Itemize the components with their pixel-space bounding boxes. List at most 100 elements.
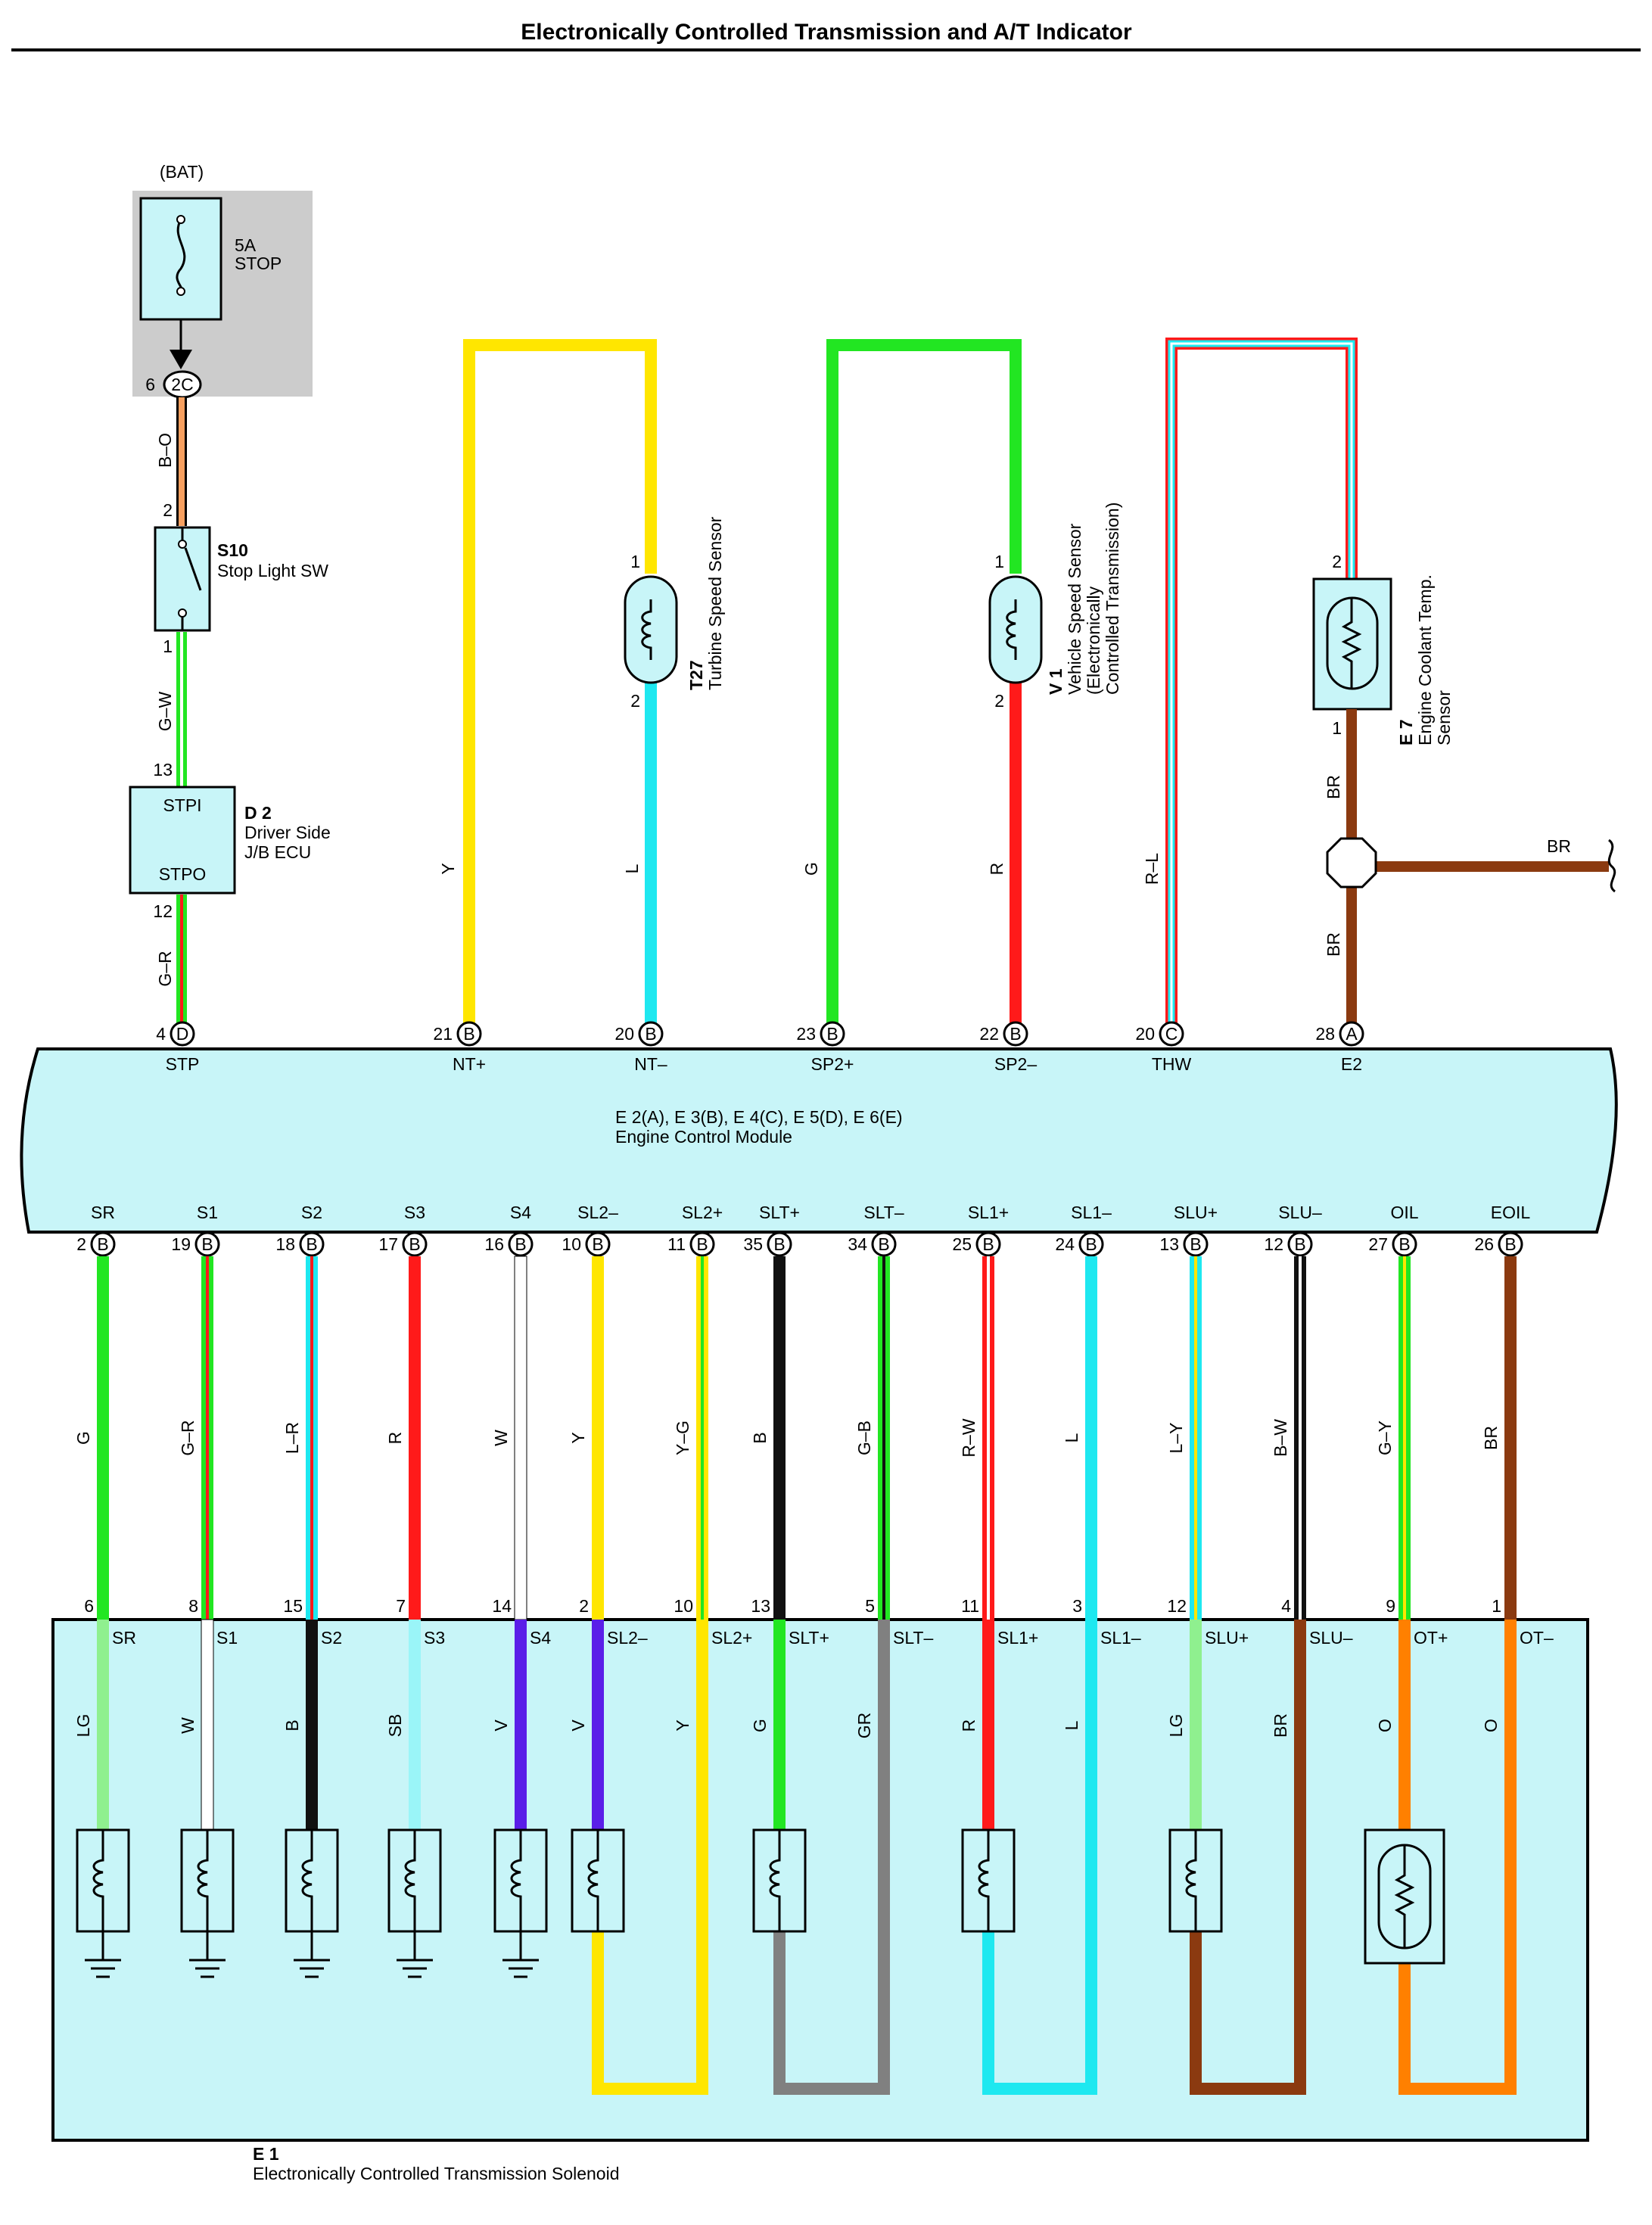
coolant-sensor-id: E 7 [1396, 719, 1416, 745]
fuse-arrow-icon [170, 350, 192, 369]
ecm-top-pins: D4STPB21NT+B20NT–B23SP2+B22SP2–C20THWA28… [156, 1021, 1364, 1074]
solenoid-pin-number: 7 [396, 1596, 406, 1616]
coolant-sensor-name-1: Engine Coolant Temp. [1415, 574, 1435, 745]
turbine-sensor-name: Turbine Speed Sensor [705, 516, 725, 690]
wire-label-br-1: BR [1324, 775, 1343, 799]
driver-ecu-box [129, 786, 236, 895]
wire-label-r-l: R–L [1142, 853, 1162, 885]
wire-color-label: W [491, 1430, 511, 1446]
pin-connector-id: B [1190, 1234, 1201, 1254]
solenoid-wire-label: R [959, 1719, 978, 1732]
pin-connector-id: B [645, 1024, 656, 1044]
fuse-group: (BAT) 5A STOP 2C 6 [132, 162, 313, 399]
pin-connector [194, 1231, 220, 1257]
solenoid-pin-label: SLU+ [1205, 1628, 1249, 1648]
ecm-connectors: E 2(A), E 3(B), E 4(C), E 5(D), E 6(E) [615, 1107, 903, 1127]
solenoid-pin-label: S1 [216, 1628, 238, 1648]
solenoid-pin-number: 10 [674, 1596, 693, 1616]
pin-connector-id: B [982, 1234, 994, 1254]
pin-connector [1183, 1231, 1209, 1257]
stop-switch-name: Stop Light SW [217, 561, 328, 580]
solenoid-lead [97, 1620, 109, 1830]
pin-connector-id: D [176, 1024, 189, 1044]
stop-circuit: B–O 2 S10 Stop Light SW 1 G–W 13 STPI ST… [129, 397, 331, 1027]
stop-switch-pin-top: 2 [163, 500, 173, 520]
pin-number: 12 [1264, 1234, 1283, 1254]
pin-connector [508, 1231, 534, 1257]
wire-br-branch [1352, 861, 1609, 872]
turbine-pin2: 2 [630, 691, 640, 711]
driver-ecu-id: D 2 [244, 803, 272, 823]
solenoid-wire-label: W [178, 1717, 198, 1734]
vehicle-sensor-name-2: (Electronically [1084, 586, 1103, 695]
coil-winding [301, 1830, 313, 1931]
wire-break-icon [1607, 839, 1616, 893]
wire-body [1085, 1256, 1097, 1620]
fuse-terminal-top [176, 215, 185, 224]
pin-connector [90, 1231, 116, 1257]
wire-color-label: Y–G [673, 1421, 692, 1455]
pin-number: 34 [848, 1234, 867, 1254]
wire-color-label: G–Y [1375, 1421, 1395, 1455]
pin-connector-id: B [878, 1234, 889, 1254]
coil-icon [752, 1828, 807, 1933]
wire-eoil: BR [1481, 1256, 1517, 1620]
wire-sr: G [73, 1256, 109, 1620]
wire-label-g-w: G–W [155, 692, 175, 732]
pin-number: 21 [433, 1024, 453, 1044]
pin-connector-id: B [409, 1234, 420, 1254]
solenoid-name: Electronically Controlled Transmission S… [253, 2164, 620, 2183]
wire-stripe [882, 1256, 885, 1620]
solenoid-pin-number: 6 [84, 1596, 94, 1616]
wire-color-label: G–R [178, 1420, 198, 1455]
fuse-element [176, 219, 186, 293]
pin-connector [456, 1021, 482, 1047]
solenoid-pin-number: 5 [865, 1596, 875, 1616]
pin-label: SR [91, 1203, 115, 1222]
solenoid-return-loop [773, 1620, 890, 2095]
fuse-rating: 5A [235, 235, 257, 255]
solenoid-pin-label: S4 [530, 1628, 551, 1648]
wire-stripe [987, 1256, 990, 1620]
solenoid-pin-label: SR [112, 1628, 136, 1648]
solenoid-lead [982, 1620, 994, 1830]
pin-connector [1339, 1021, 1364, 1047]
pin-number: 26 [1474, 1234, 1494, 1254]
wire-color-label: Y [568, 1432, 588, 1443]
pin-number: 22 [979, 1024, 999, 1044]
wire-l [645, 683, 657, 1029]
ground-icon [502, 1931, 539, 1978]
pin-label: EOIL [1491, 1203, 1531, 1222]
pin-connector-id: B [201, 1234, 213, 1254]
pin-label: S2 [301, 1203, 322, 1222]
wire-label-br-2: BR [1324, 932, 1343, 957]
solenoid-lead [1190, 1620, 1202, 1830]
pin-label: S4 [510, 1203, 531, 1222]
pin-connector-id: C [1165, 1024, 1178, 1044]
pin-number: 17 [378, 1234, 398, 1254]
vehicle-pin2: 2 [994, 691, 1004, 711]
solenoid-pin-label: SLT– [893, 1628, 933, 1648]
ecm-bottom-pin: SL1–B24 [1055, 1203, 1112, 1257]
solenoid-lead [201, 1619, 214, 1831]
pin-number: 19 [171, 1234, 191, 1254]
solenoid-wire-label: O [1375, 1719, 1395, 1732]
pin-number: 20 [1135, 1024, 1155, 1044]
pin-label: SP2+ [811, 1054, 854, 1074]
coil-icon [285, 1828, 339, 1933]
pin-label: SL1+ [968, 1203, 1009, 1222]
fuse-connector-pin: 6 [145, 375, 155, 394]
wire-sl2: Y–G [673, 1256, 708, 1620]
wire-stripe [206, 1256, 209, 1620]
